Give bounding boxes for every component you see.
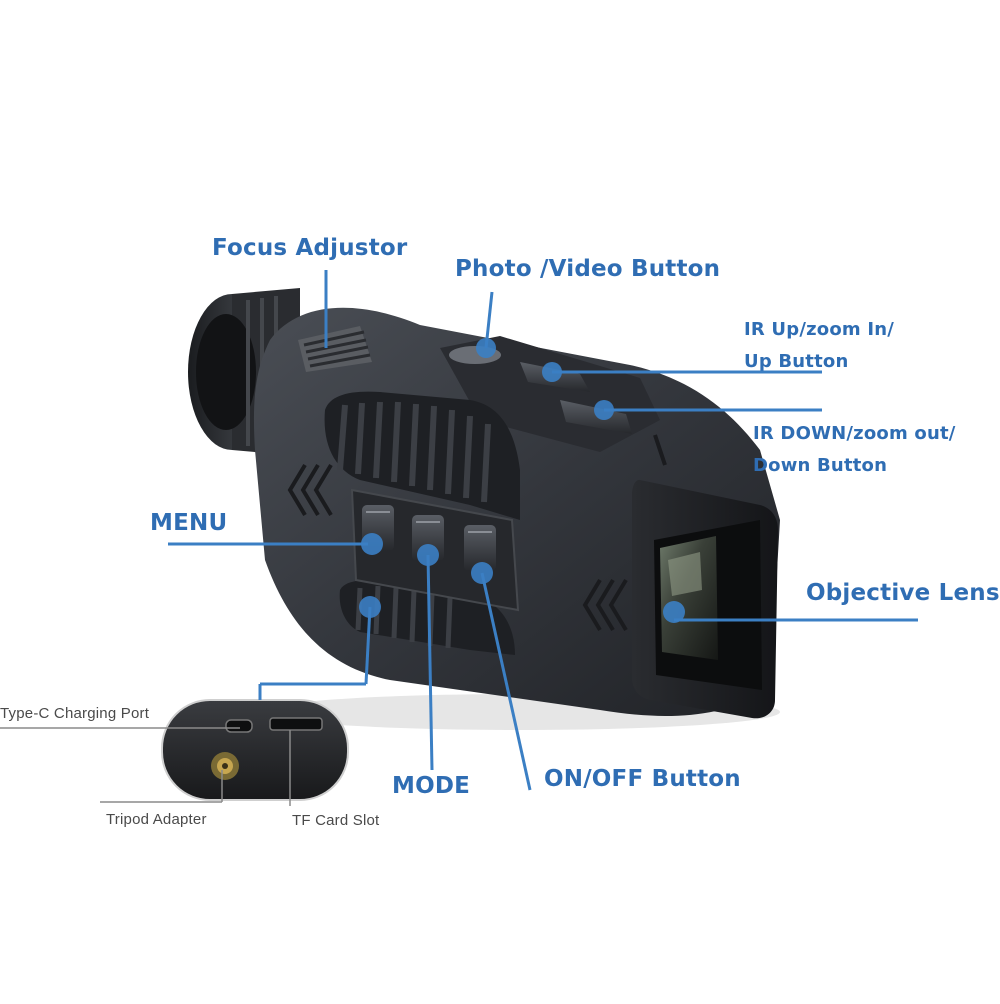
callout-lines-grey — [0, 727, 291, 806]
on-off-button-label: ON/OFF Button — [544, 766, 741, 792]
callout-lines — [168, 270, 918, 791]
ir-up-label: IR Up/zoom In/ Up Button — [744, 314, 894, 378]
ir-down-label-line2: Down Button — [753, 455, 888, 476]
tf-card-slot-label: TF Card Slot — [292, 812, 380, 829]
photo-video-button-label: Photo /Video Button — [455, 256, 721, 282]
port-inset — [161, 699, 349, 801]
ir-down-label-line1: IR DOWN/zoom out/ — [753, 423, 956, 444]
focus-adjustor-label: Focus Adjustor — [212, 235, 408, 261]
mode-label: MODE — [392, 773, 471, 799]
ir-up-label-line1: IR Up/zoom In/ — [744, 319, 895, 340]
objective-lens-shape — [660, 536, 718, 660]
ir-down-label: IR DOWN/zoom out/ Down Button — [753, 418, 956, 482]
callout-dots — [359, 338, 685, 623]
side-vents — [287, 434, 667, 632]
menu-label: MENU — [150, 510, 228, 536]
objective-lens-label: Objective Lens — [806, 580, 1000, 606]
type-c-port-label: Type-C Charging Port — [0, 705, 150, 722]
tripod-adapter-label: Tripod Adapter — [106, 811, 207, 828]
ir-up-label-line2: Up Button — [744, 351, 849, 372]
focus-wheel — [298, 326, 372, 372]
front-face — [632, 479, 778, 719]
